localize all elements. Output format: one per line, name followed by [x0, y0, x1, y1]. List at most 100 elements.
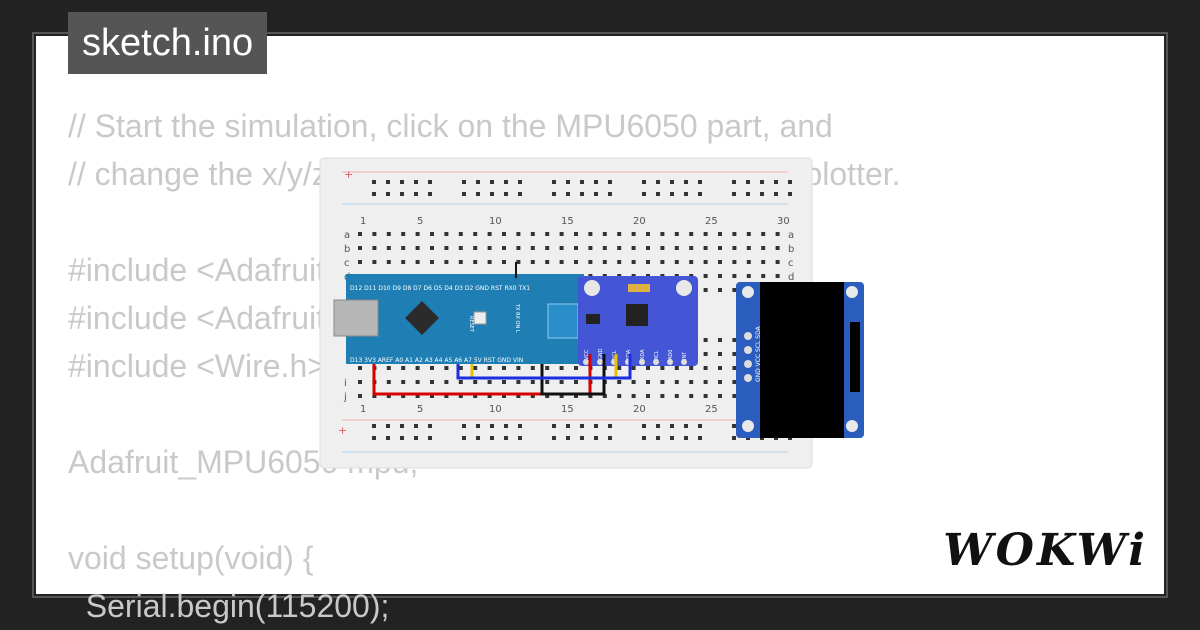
breadboard-hole	[608, 424, 612, 428]
mpu-pin-label: VCC	[584, 349, 590, 360]
row-label: a	[344, 230, 350, 241]
breadboard-hole	[545, 394, 550, 398]
breadboard-hole	[444, 246, 449, 250]
breadboard-hole	[674, 232, 679, 236]
breadboard-hole	[594, 424, 598, 428]
breadboard-hole	[372, 260, 377, 264]
arduino-nano: D12 D11 D10 D9 D8 D7 D6 D5 D4 D3 D2 GND …	[333, 274, 584, 364]
breadboard-hole	[656, 424, 660, 428]
breadboard-hole	[458, 366, 463, 370]
breadboard-hole	[660, 394, 665, 398]
breadboard-hole	[559, 394, 564, 398]
rail-plus-top: +	[344, 168, 353, 181]
breadboard-hole	[656, 180, 660, 184]
row-label: d	[788, 272, 794, 283]
breadboard-hole	[631, 394, 636, 398]
breadboard-hole	[476, 180, 480, 184]
breadboard-hole	[545, 366, 550, 370]
mpu-pin-label: INT	[682, 351, 688, 360]
breadboard-hole	[458, 380, 463, 384]
breadboard-hole	[415, 246, 420, 250]
breadboard-hole	[732, 180, 736, 184]
row-label: c	[344, 258, 350, 269]
breadboard-hole	[358, 232, 362, 236]
breadboard-hole	[732, 366, 737, 370]
rail-plus-bottom: +	[338, 424, 347, 437]
breadboard-hole	[559, 380, 564, 384]
breadboard-hole	[761, 274, 766, 278]
breadboard-hole	[642, 436, 646, 440]
breadboard-hole	[414, 192, 418, 196]
breadboard-hole	[703, 274, 708, 278]
breadboard-hole	[670, 192, 674, 196]
row-label: a	[788, 230, 794, 241]
breadboard-hole	[386, 366, 391, 370]
column-label: 15	[561, 216, 574, 227]
breadboard-hole	[703, 260, 708, 264]
breadboard-hole	[504, 424, 508, 428]
breadboard-hole	[588, 394, 593, 398]
row-label: b	[788, 244, 794, 255]
breadboard-hole	[689, 232, 694, 236]
breadboard-hole	[444, 380, 449, 384]
breadboard-hole	[760, 192, 764, 196]
mpu-pin	[639, 359, 645, 365]
breadboard-hole	[746, 260, 751, 264]
breadboard-hole	[646, 260, 650, 264]
breadboard-hole	[504, 180, 508, 184]
breadboard-hole	[516, 366, 521, 370]
breadboard-hole	[617, 366, 622, 370]
wire-red	[372, 354, 592, 396]
breadboard-hole	[358, 366, 362, 370]
breadboard-hole	[476, 436, 480, 440]
mpu-pin	[667, 359, 673, 365]
breadboard-hole	[788, 192, 792, 196]
breadboard-hole	[386, 394, 391, 398]
breadboard-hole	[358, 394, 362, 398]
breadboard-hole	[473, 366, 478, 370]
breadboard-hole	[372, 394, 377, 398]
breadboard-hole	[386, 192, 390, 196]
breadboard-hole	[718, 366, 722, 370]
breadboard-hole	[458, 232, 463, 236]
breadboard-hole	[689, 380, 694, 384]
breadboard-hole	[670, 180, 674, 184]
arduino-reset-label: RESET	[468, 316, 474, 333]
column-label: 1	[360, 216, 366, 227]
breadboard-hole	[718, 232, 722, 236]
breadboard-hole	[646, 366, 650, 370]
mpu-pin	[597, 359, 603, 365]
breadboard-hole	[444, 366, 449, 370]
breadboard-hole	[358, 380, 362, 384]
mpu-pin-label: GND	[598, 348, 604, 360]
breadboard-hole	[689, 394, 694, 398]
breadboard-hole	[674, 260, 679, 264]
file-tab-sketch[interactable]: sketch.ino	[68, 12, 268, 74]
breadboard-hole	[788, 180, 792, 184]
breadboard-hole	[502, 380, 506, 384]
breadboard-hole	[430, 366, 434, 370]
breadboard-hole	[703, 288, 708, 292]
breadboard-hole	[386, 260, 391, 264]
breadboard-hole	[684, 192, 688, 196]
breadboard-hole	[631, 366, 636, 370]
breadboard-hole	[698, 180, 702, 184]
breadboard-hole	[746, 274, 751, 278]
breadboard-hole	[574, 260, 578, 264]
breadboard-hole	[502, 260, 506, 264]
breadboard-hole	[760, 180, 764, 184]
breadboard-hole	[530, 232, 535, 236]
breadboard-hole	[574, 232, 578, 236]
breadboard-hole	[462, 424, 466, 428]
breadboard-hole	[430, 394, 434, 398]
breadboard-hole	[646, 380, 650, 384]
breadboard-hole	[458, 394, 463, 398]
breadboard-hole	[545, 260, 550, 264]
breadboard-hole	[660, 232, 665, 236]
breadboard-hole	[566, 436, 570, 440]
breadboard-hole	[566, 180, 570, 184]
breadboard-hole	[574, 394, 578, 398]
breadboard-hole	[386, 180, 390, 184]
breadboard-hole	[530, 260, 535, 264]
breadboard-hole	[646, 394, 650, 398]
